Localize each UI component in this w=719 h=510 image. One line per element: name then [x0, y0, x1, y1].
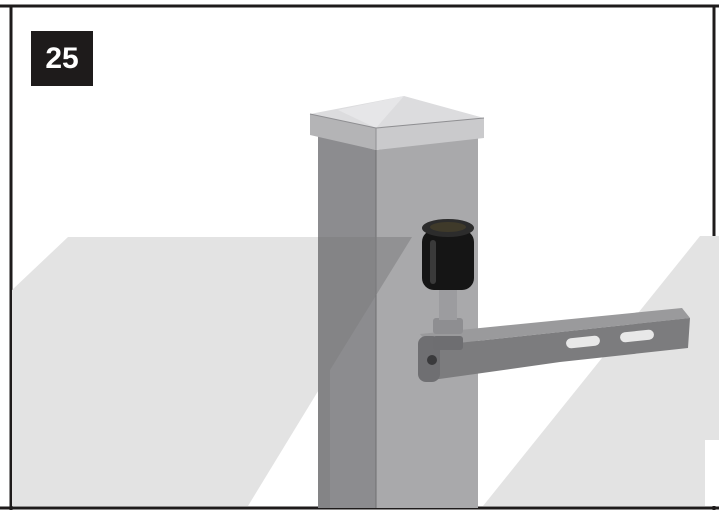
mounting-bracket-icon — [418, 308, 690, 382]
nut-icon — [433, 288, 463, 350]
ground-band — [12, 236, 719, 506]
bearing-roller-icon — [422, 219, 474, 290]
step-number-badge: 25 — [31, 31, 93, 86]
post-cap-icon — [309, 96, 485, 150]
